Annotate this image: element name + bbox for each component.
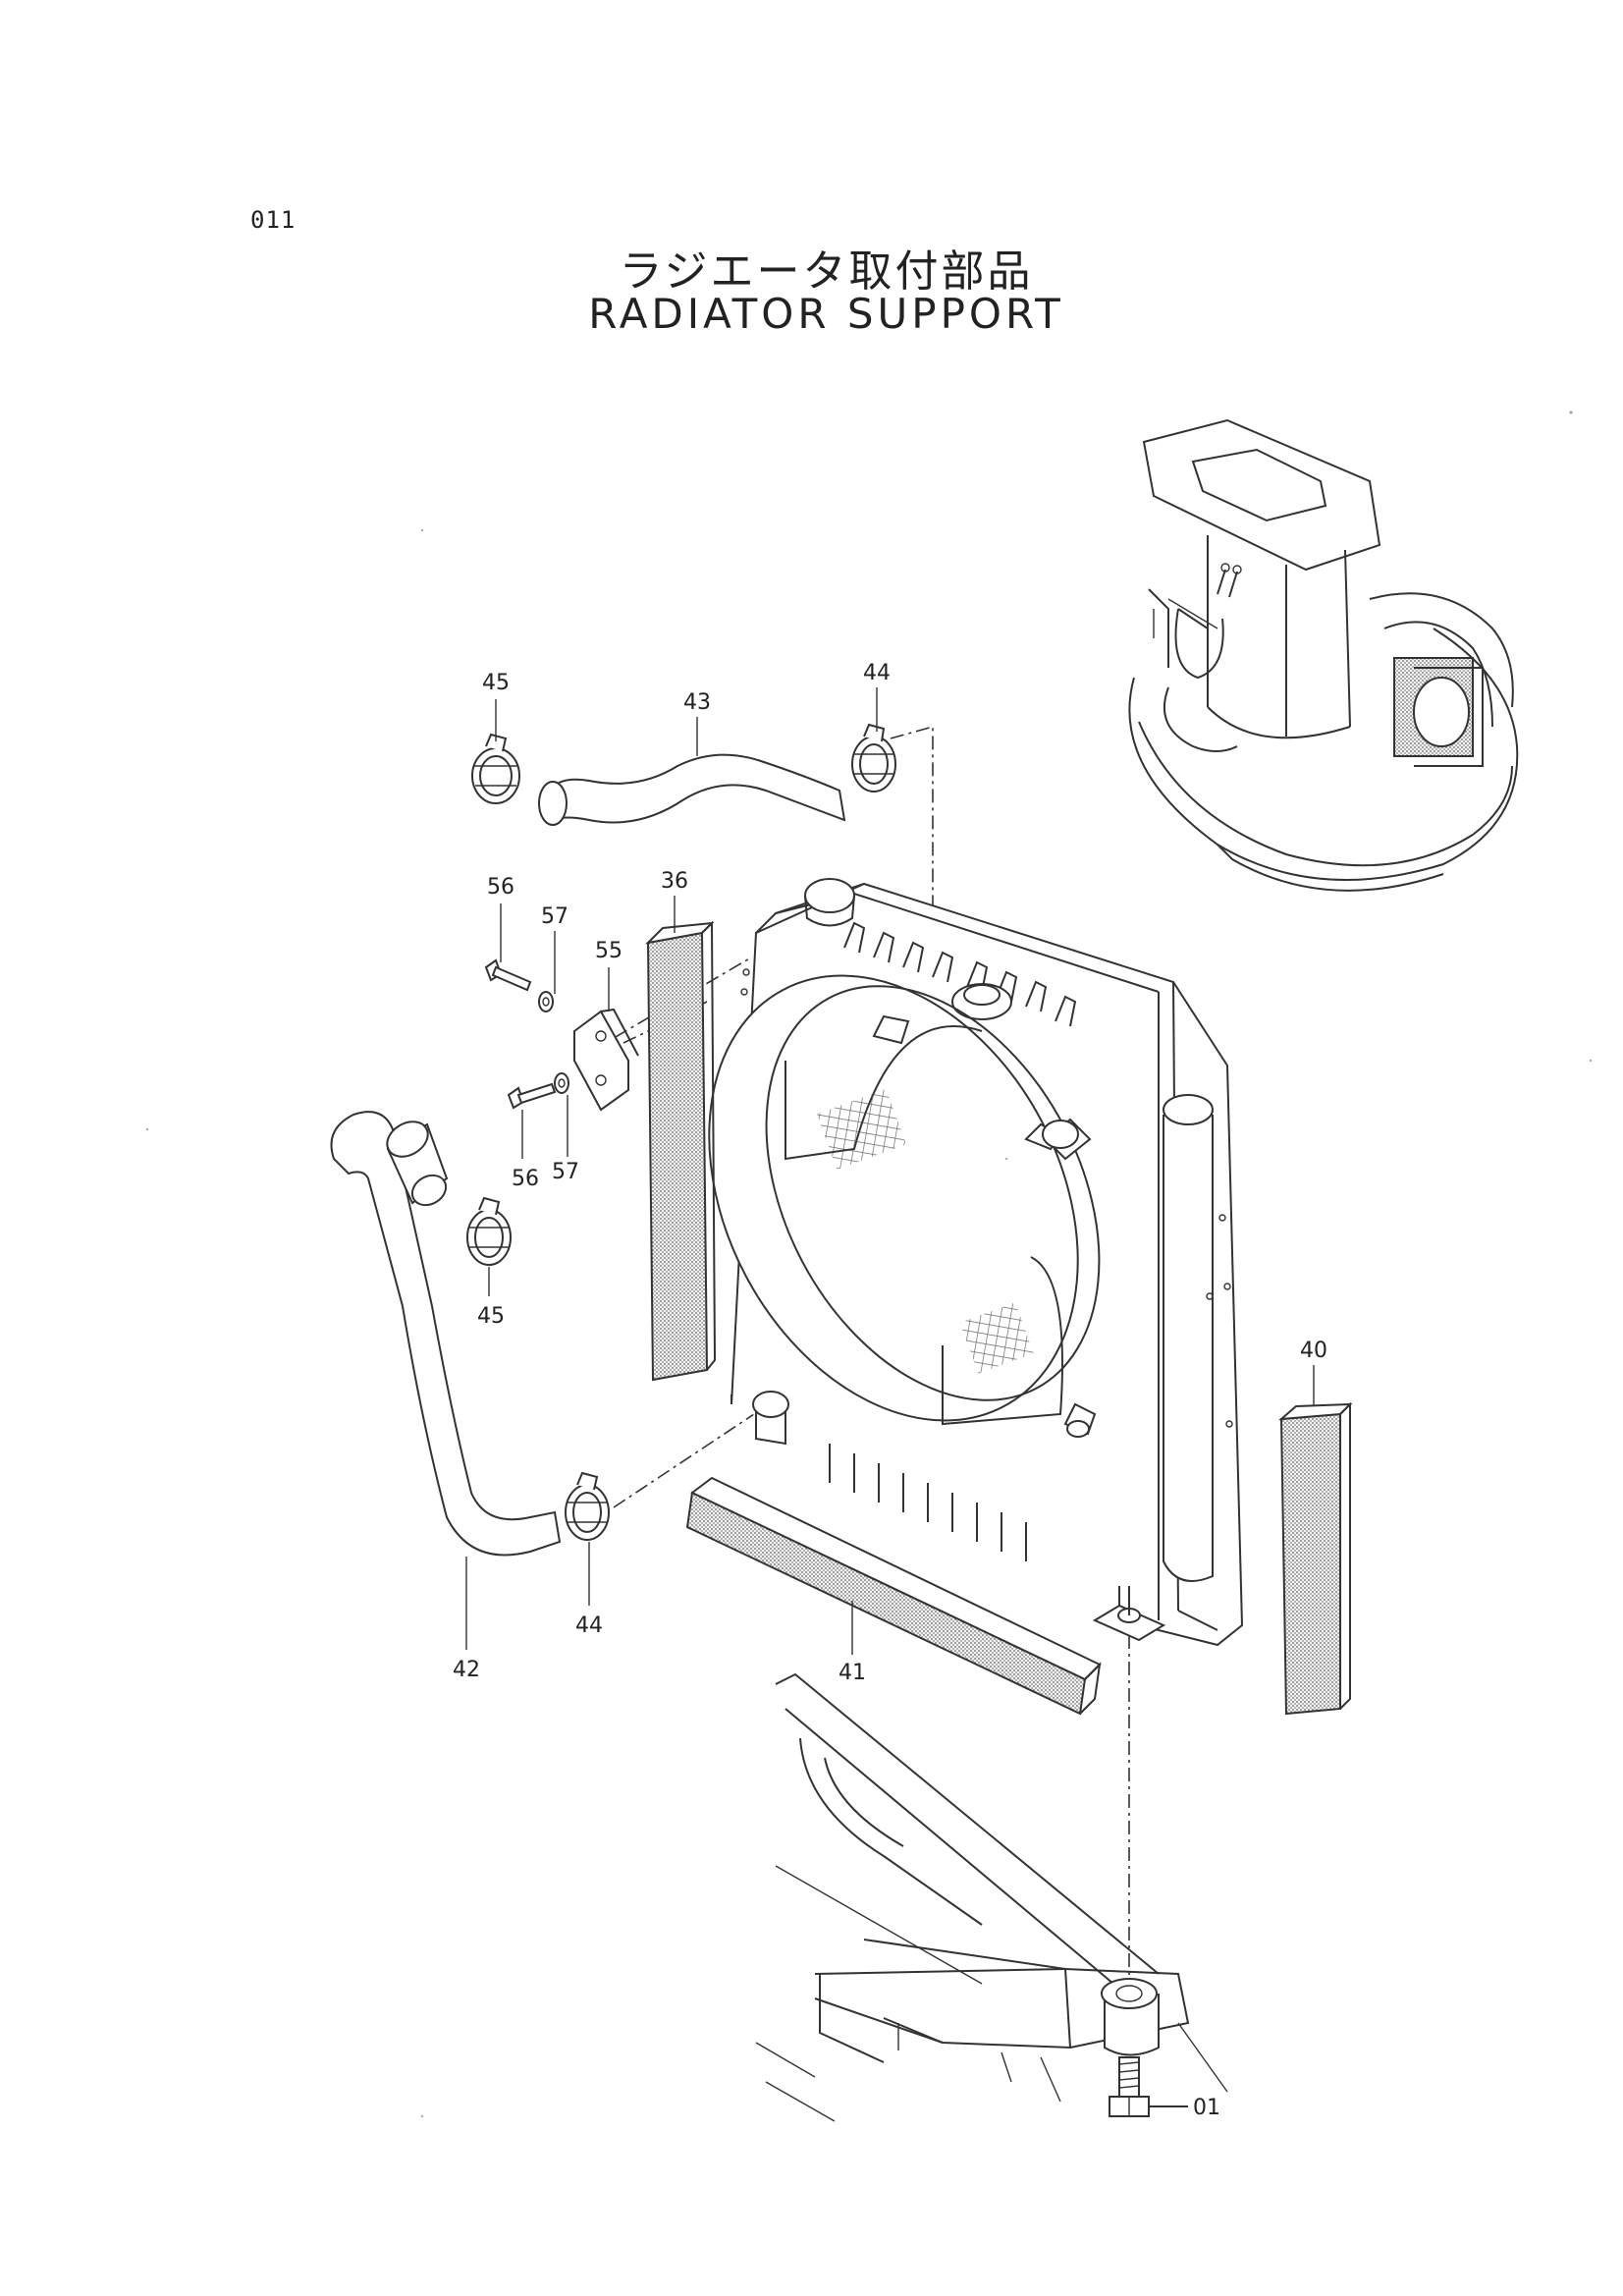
seal-41 <box>685 1476 1102 1716</box>
callout-leaders <box>465 687 1315 1655</box>
hose-42 <box>330 1111 562 1557</box>
frame-illustration <box>755 1672 1228 2122</box>
bolt-56-lower <box>507 1082 557 1110</box>
seal-40 <box>1278 1401 1353 1716</box>
page-title-japanese: ラジエータ取付部品 <box>619 246 1034 297</box>
callout-42: 42 <box>453 1658 480 1682</box>
callout-44-lower: 44 <box>575 1613 603 1638</box>
callout-41: 41 <box>839 1661 866 1685</box>
page-code: 011 <box>250 206 297 234</box>
bolt-01 <box>1109 2056 1188 2117</box>
clamp-44-lower <box>565 1471 610 1541</box>
callout-56-lower: 56 <box>512 1167 539 1191</box>
clamp-44-upper <box>851 723 896 793</box>
washer-57-upper <box>538 991 554 1012</box>
callout-01: 01 <box>1193 2096 1220 2120</box>
seal-36 <box>645 920 717 1382</box>
callout-55: 55 <box>595 939 622 963</box>
page-title-english: RADIATOR SUPPORT <box>588 290 1064 338</box>
clamp-45-upper <box>471 733 520 804</box>
machine-overview-illustration <box>1128 418 1519 892</box>
callout-57-lower: 57 <box>552 1160 579 1184</box>
hose-43 <box>538 753 846 826</box>
callout-56-upper: 56 <box>487 875 514 900</box>
washer-57-lower <box>554 1072 569 1094</box>
bracket-55 <box>573 1008 639 1112</box>
callout-labels: 45 43 44 56 57 55 36 56 57 45 40 44 41 4… <box>453 661 1327 2120</box>
clamp-45-lower <box>466 1196 512 1266</box>
callout-57-upper: 57 <box>541 904 568 929</box>
callout-36: 36 <box>661 869 688 894</box>
callout-45-lower: 45 <box>477 1304 505 1329</box>
bolt-56-upper <box>484 958 532 992</box>
callout-45-upper: 45 <box>482 671 510 695</box>
callout-40: 40 <box>1300 1339 1327 1363</box>
radiator-assembly <box>708 878 1244 1647</box>
scan-specks <box>145 410 1593 2118</box>
callout-43: 43 <box>683 690 711 715</box>
callout-44-upper: 44 <box>863 661 891 685</box>
